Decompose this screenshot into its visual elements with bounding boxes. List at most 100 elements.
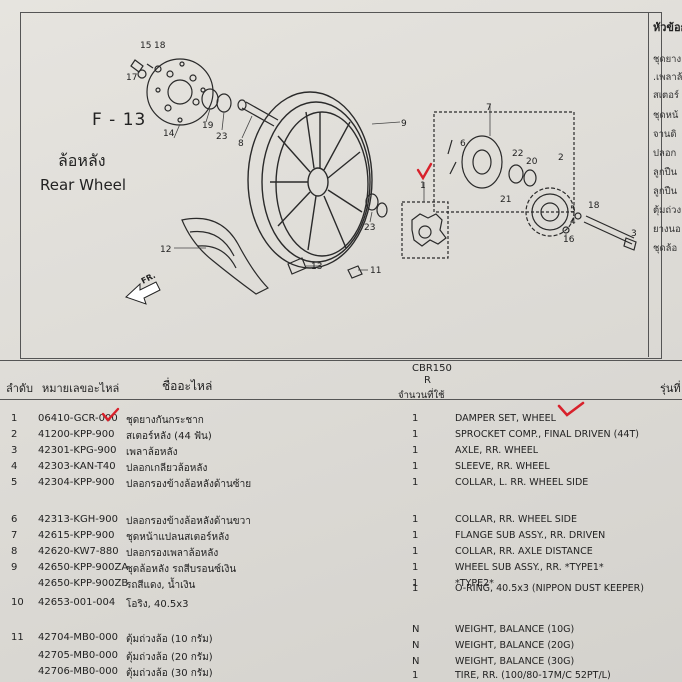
part-name-english: FLANGE SUB ASSY., RR. DRIVEN xyxy=(455,530,606,541)
side-panel-line: ลูกปืน xyxy=(653,167,678,178)
table-row: 5 42304-KPP-900 ปลอกรองข้างล้อหลังด้านซ้… xyxy=(0,477,682,493)
side-panel-line: ชุดหน้ xyxy=(653,110,679,121)
part-name-english: TIRE, RR. (100/80-17M/C 52PT/L) xyxy=(455,670,611,681)
table-row: 3 42301-KPG-900 เพลาล้อหลัง 1 AXLE, RR. … xyxy=(0,445,682,461)
callout-number: 23 xyxy=(216,132,227,142)
part-name-thai: สเตอร์หลัง (44 ฟัน) xyxy=(126,431,212,442)
part-name-thai: รถสีแดง, น้ำเงิน xyxy=(126,580,196,591)
row-number: 1 xyxy=(11,413,18,424)
part-name-thai: ปลอกรองเพลาล้อหลัง xyxy=(126,548,219,559)
part-name-thai: ตุ้มถ่วงล้อ (30 กรัม) xyxy=(126,668,213,679)
side-panel-line: ชุดล้อ xyxy=(653,243,678,254)
callout-number: 6 xyxy=(460,139,466,149)
part-number: 42704-MB0-000 xyxy=(38,632,118,643)
part-name-english: DAMPER SET, WHEEL xyxy=(455,413,556,424)
column-header-part-name: ชื่ออะไหล่ xyxy=(162,379,213,393)
tire-section-icon xyxy=(181,217,270,295)
callout-number: 1 xyxy=(420,181,426,191)
column-header-part-number: หมายเลขอะไหล่ xyxy=(42,382,120,395)
callout-number: 18 xyxy=(588,201,600,211)
part-name-thai: ชุดล้อหลัง รถสีบรอนซ์เงิน xyxy=(126,564,237,575)
table-row: 1 06410-GCR-000 ชุดยางกันกระชาก 1 DAMPER… xyxy=(0,413,682,429)
callout-number: 18 xyxy=(154,41,166,51)
figure-code: F - 13 xyxy=(92,110,147,130)
row-number: 5 xyxy=(11,477,18,488)
diagram-frame xyxy=(20,12,662,359)
part-number: 42653-001-004 xyxy=(38,597,116,608)
part-name-thai: ชุดยางกันกระชาก xyxy=(126,415,204,426)
table-row: 11 42704-MB0-000 ตุ้มถ่วงล้อ (10 กรัม) N… xyxy=(0,624,682,648)
part-name-thai: ตุ้มถ่วงล้อ (20 กรัม) xyxy=(126,652,213,663)
side-panel-line: ยางนอ xyxy=(653,224,681,235)
callout-number: 5 xyxy=(570,205,576,215)
callout-number: 15 xyxy=(140,41,151,51)
part-name-thai: ปลอกรองข้างล้อหลังด้านซ้าย xyxy=(126,479,252,490)
part-name-english: COLLAR, RR. WHEEL SIDE xyxy=(455,514,577,525)
side-panel: หัวข้อก ชุดยาง .เพลาล้ สเตอร์ ชุดหน้ จาน… xyxy=(648,12,682,357)
column-header-quantity: จำนวนที่ใช้ xyxy=(398,390,445,401)
table-row: 6 42313-KGH-900 ปลอกรองข้างล้อหลังด้านขว… xyxy=(0,514,682,530)
column-header-model: รุ่นที่ xyxy=(660,382,681,395)
table-row: 42706-MB0-000 ตุ้มถ่วงล้อ (30 กรัม) N WE… xyxy=(0,656,682,682)
side-panel-line: จานดิ xyxy=(653,129,677,140)
part-number: 42620-KW7-880 xyxy=(38,546,119,557)
quantity: N xyxy=(412,640,420,651)
table-row: 8 42620-KW7-880 ปลอกรองเพลาล้อหลัง 1 COL… xyxy=(0,546,682,562)
o-ring-icon xyxy=(365,193,388,218)
row-number: 7 xyxy=(11,530,18,541)
part-name-english: AXLE, RR. WHEEL xyxy=(455,445,539,456)
part-name-english: COLLAR, L. RR. WHEEL SIDE xyxy=(455,477,589,488)
bolt-icon xyxy=(130,59,162,79)
side-panel-line: ตุ้มถ่วง xyxy=(653,205,682,216)
check-mark-icon xyxy=(416,162,433,181)
quantity: 1 xyxy=(412,546,419,557)
table-row: 4 42303-KAN-T40 ปลอกเกลียวล้อหลัง 1 SLEE… xyxy=(0,461,682,477)
part-name-english: SPROCKET COMP., FINAL DRIVEN (44T) xyxy=(455,429,639,440)
table-row: 10 42653-001-004 โอริง, 40.5x3 1 O-RING,… xyxy=(0,583,682,613)
table-row: 1 TIRE, RR. (100/80-17M/C 52PT/L) xyxy=(0,670,682,682)
side-panel-line: สเตอร์ xyxy=(653,90,680,101)
part-name-english: WEIGHT, BALANCE (30G) xyxy=(455,656,575,667)
axle-icon xyxy=(562,212,637,251)
driven-flange-icon xyxy=(433,111,575,213)
model-variant: R xyxy=(424,375,431,386)
row-number: 8 xyxy=(11,546,18,557)
quantity: 1 xyxy=(412,445,419,456)
front-direction-arrow-icon xyxy=(125,281,161,305)
quantity: 1 xyxy=(412,530,419,541)
quantity: N xyxy=(412,624,420,635)
part-name-thai: โอริง, 40.5x3 xyxy=(126,599,189,610)
side-panel-line: ลูกปืน xyxy=(653,186,678,197)
figure-title-thai: ล้อหลัง xyxy=(58,151,106,170)
callout-number: 23 xyxy=(364,223,375,233)
callout-number: 22 xyxy=(512,149,523,159)
part-name-english: WEIGHT, BALANCE (20G) xyxy=(455,640,575,651)
table-header: CBR150 R ลำดับ หมายเลขอะไหล่ ชื่ออะไหล่ … xyxy=(0,360,682,401)
callout-number: 12 xyxy=(160,245,171,255)
callout-number: 4 xyxy=(570,217,576,227)
column-header-no: ลำดับ xyxy=(6,382,34,395)
callout-number: 17 xyxy=(126,73,137,83)
callout-number: 19 xyxy=(202,121,214,131)
sprocket-icon xyxy=(525,187,575,237)
callout-number: 3 xyxy=(631,229,637,239)
quantity: 1 xyxy=(412,670,419,681)
part-number: 42301-KPG-900 xyxy=(38,445,117,456)
row-number: 3 xyxy=(11,445,18,456)
row-number: 10 xyxy=(11,597,24,608)
part-name-english: O-RING, 40.5x3 (NIPPON DUST KEEPER) xyxy=(455,583,644,594)
table-row: 42650-KPP-900ZB รถสีแดง, น้ำเงิน 1 *TYPE… xyxy=(0,578,682,594)
side-panel-line: .เพลาล้ xyxy=(653,72,682,83)
table-row: 42705-MB0-000 ตุ้มถ่วงล้อ (20 กรัม) N WE… xyxy=(0,640,682,666)
quantity: 1 xyxy=(412,429,419,440)
callout-number: 8 xyxy=(238,139,244,149)
callout-number: 20 xyxy=(526,157,538,167)
side-panel-line: ปลอก xyxy=(653,148,677,159)
part-number: 42705-MB0-000 xyxy=(38,650,118,661)
part-name-english: WHEEL SUB ASSY., RR. *TYPE1* xyxy=(455,562,604,573)
callout-number: 7 xyxy=(486,103,492,113)
row-number: 6 xyxy=(11,514,18,525)
brake-disc-icon xyxy=(146,58,214,126)
side-panel-line: ชุดยาง xyxy=(653,54,682,65)
